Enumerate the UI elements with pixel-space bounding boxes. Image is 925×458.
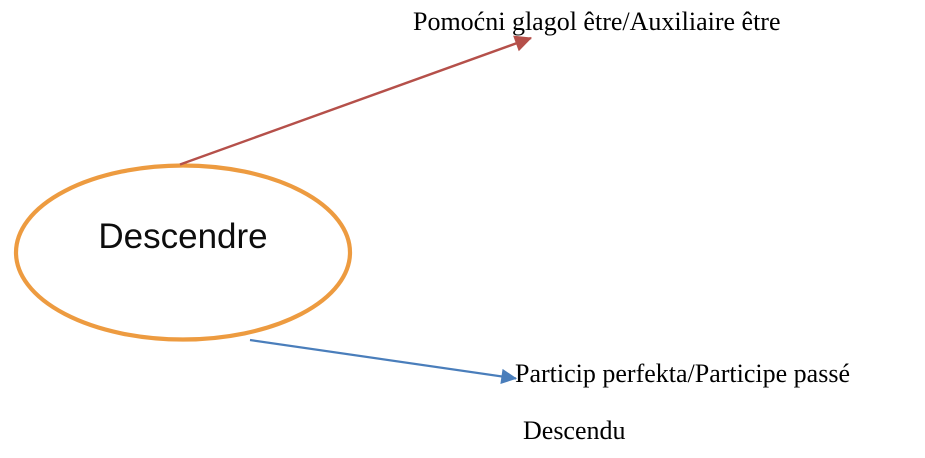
past-participle-label: Particip perfekta/Participe passé (515, 359, 850, 388)
connector-participle-arrow (249, 338, 518, 384)
node-label: Descendre (98, 217, 268, 256)
auxiliary-label: Pomoćni glagol être/Auxiliaire être (413, 7, 781, 36)
connector-auxiliary-arrow (179, 35, 533, 166)
past-participle-value: Descendu (523, 416, 626, 445)
node-ellipse (13, 163, 353, 342)
